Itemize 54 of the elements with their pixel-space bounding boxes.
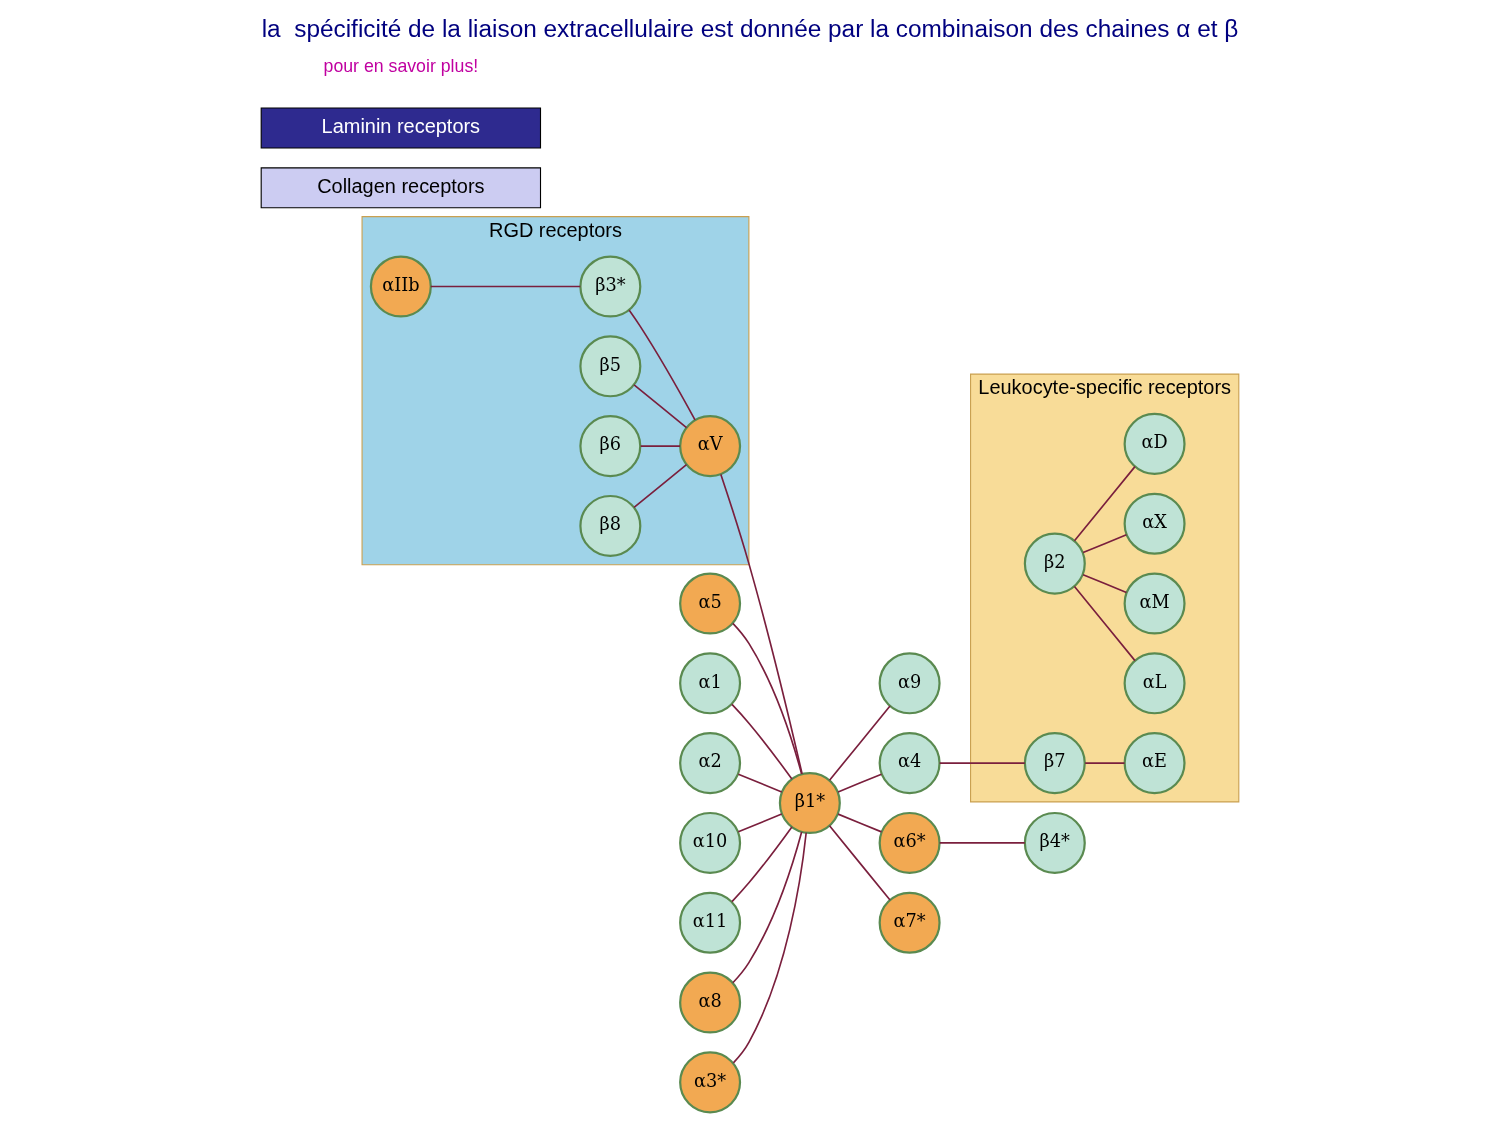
connector (1073, 465, 1136, 542)
node-circle: α2 (679, 732, 742, 795)
connector (1082, 573, 1128, 594)
node-box: Collagen receptors (260, 167, 542, 209)
connector (837, 773, 883, 793)
node-circle: αV (679, 415, 742, 478)
node-circle: α11 (679, 891, 742, 954)
node-circle: α9 (878, 652, 941, 715)
connector (732, 831, 803, 984)
node-box: Laminin receptors (260, 107, 542, 149)
node-circle: αD (1123, 412, 1186, 475)
connector (828, 825, 891, 901)
diagram-title: la spécificité de la liaison extracellulaire est donnée par la combinaison des chaines α et β (261, 14, 1239, 42)
node-circle: α6* (878, 811, 941, 874)
node-circle: β6 (579, 415, 642, 478)
connector (732, 831, 808, 1064)
label: pour en savoir plus! (323, 56, 479, 77)
node-circle: β1* (778, 772, 841, 835)
node-circle: β8 (579, 494, 642, 557)
connector (938, 842, 1026, 844)
node-circle: β2 (1023, 532, 1086, 595)
node-circle: α8 (679, 971, 742, 1034)
connector (938, 762, 1026, 764)
connector (633, 463, 688, 509)
connector (633, 384, 688, 429)
node-circle: β5 (579, 335, 642, 398)
node-circle: β7 (1023, 732, 1086, 795)
node-circle: α7* (878, 891, 941, 954)
node-circle: α3* (679, 1051, 742, 1114)
connector (837, 813, 883, 833)
connector (731, 703, 793, 780)
node-circle: α4 (878, 732, 941, 795)
node-circle: αM (1123, 572, 1186, 635)
connector (1073, 585, 1136, 662)
connector (732, 622, 803, 775)
node-circle: α10 (679, 811, 742, 874)
node-circle: αX (1123, 492, 1186, 555)
node-circle: α1 (679, 652, 742, 715)
connector (639, 445, 681, 447)
connector (737, 813, 783, 833)
connector (720, 473, 803, 775)
node-circle: α5 (679, 572, 742, 635)
connector (628, 309, 696, 421)
connector (1084, 762, 1126, 764)
connector (828, 705, 891, 782)
node-circle: αE (1123, 732, 1186, 795)
node-circle: αIIb (369, 255, 432, 318)
connector (429, 285, 582, 288)
node-circle: β3* (579, 255, 642, 318)
node-circle: β4* (1023, 811, 1086, 874)
node-circle: αL (1123, 652, 1186, 715)
connector (737, 773, 783, 793)
connector (1082, 533, 1128, 554)
connector (731, 826, 793, 903)
